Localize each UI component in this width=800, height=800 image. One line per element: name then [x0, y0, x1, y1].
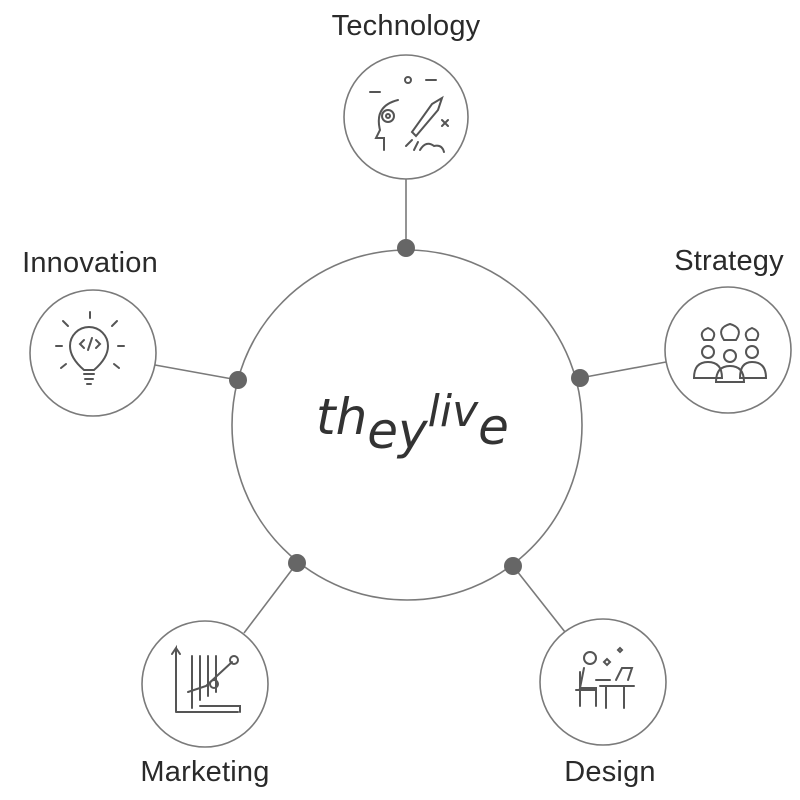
team-ideas-icon	[692, 322, 768, 383]
connector-dot	[504, 557, 522, 575]
connector-dot	[571, 369, 589, 387]
label-strategy: Strategy	[674, 245, 784, 277]
marketing-node[interactable]	[141, 620, 269, 748]
logo-part: liv	[427, 386, 479, 437]
label-innovation: Innovation	[22, 247, 158, 279]
connector-strategy	[579, 361, 667, 379]
connector-innovation	[154, 364, 239, 381]
rocket-brain-icon	[369, 76, 449, 153]
logo-part: th	[316, 388, 368, 446]
innovation-node[interactable]	[29, 289, 157, 417]
label-technology: Technology	[331, 10, 481, 42]
theylive-logo: theylive	[316, 386, 509, 460]
connector-design	[512, 565, 566, 633]
connector-dot	[229, 371, 247, 389]
connector-dot	[397, 239, 415, 257]
label-design: Design	[564, 756, 656, 788]
growth-chart-icon	[171, 644, 241, 713]
technology-node[interactable]	[343, 54, 469, 180]
label-marketing: Marketing	[140, 756, 270, 788]
lightbulb-code-icon	[55, 311, 125, 385]
designer-desk-icon	[575, 646, 635, 709]
connector-dot	[288, 554, 306, 572]
logo-part: ey	[367, 402, 428, 460]
logo-part: e	[478, 398, 509, 456]
connector-marketing	[243, 562, 298, 634]
design-node[interactable]	[539, 618, 667, 746]
